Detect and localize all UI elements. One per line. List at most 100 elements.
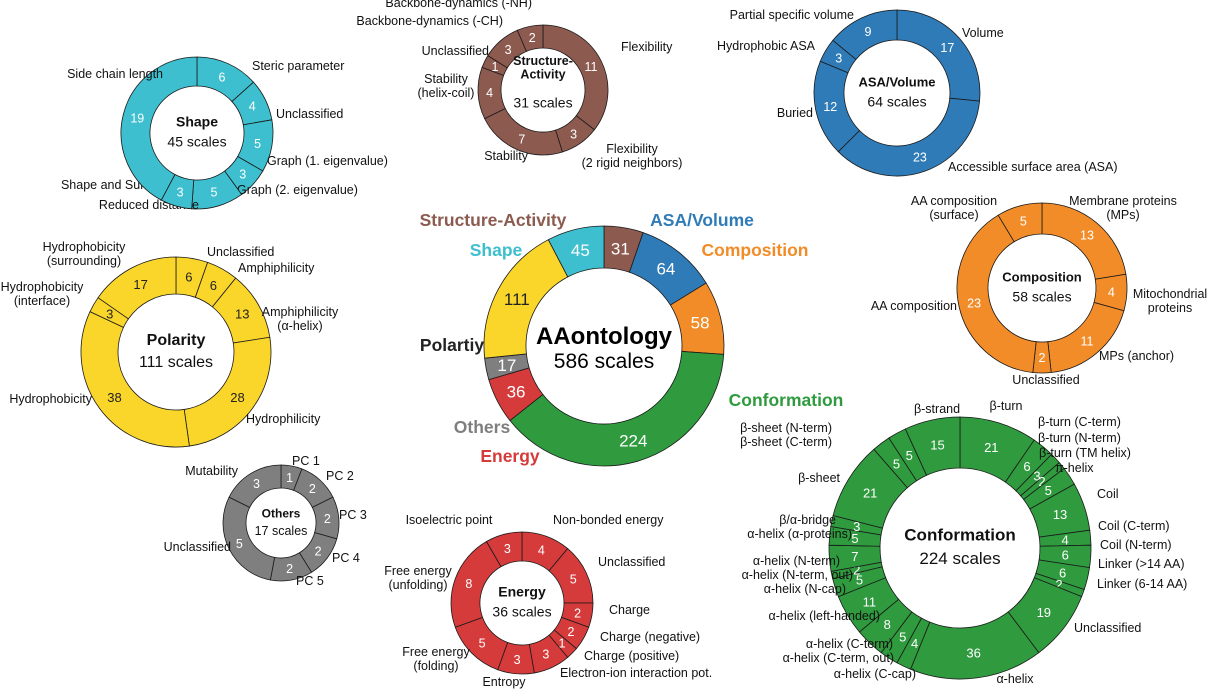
conformation-value-sheet-n-term: 5 [906, 448, 913, 463]
energy-value-charge-negative: 2 [567, 625, 574, 639]
conformation-value-unclassified: 19 [1037, 605, 1051, 620]
center-title: AAontology [536, 323, 673, 350]
center-value-asa-volume: 64 [656, 260, 675, 279]
energy-value-charge: 2 [574, 606, 581, 620]
conformation-value-helix-n-term-out: 2 [853, 562, 860, 577]
polarity-value-amphiphilicity-helix: 13 [235, 306, 249, 321]
conformation-value-coil-c-term: 4 [1062, 532, 1069, 547]
conformation-value-helix-c-term: 8 [884, 617, 891, 632]
conformation-label-turn: β-turn [990, 399, 1023, 413]
asa-label-partial-specific-volume: Partial specific volume [730, 8, 854, 22]
structure-label-stability-helix-coil: Stability(helix-coil) [418, 72, 475, 100]
others-label-pc-2: PC 2 [326, 469, 354, 483]
energy-value-charge-positive: 1 [558, 636, 565, 650]
energy-value-isoelectric-point: 3 [504, 542, 511, 556]
others-label-pc-5: PC 5 [296, 574, 324, 588]
composition-segment-aa-composition-surface [997, 202, 1043, 243]
shape-label-steric-parameter: Steric parameter [252, 59, 344, 73]
polarity-value-unclassified: 6 [185, 269, 192, 284]
structure-value-stability: 7 [518, 133, 525, 147]
composition-value-membrane-proteins-mps: 13 [1080, 229, 1094, 243]
conformation-subtitle: 224 scales [919, 549, 1000, 568]
asa-label-buried: Buried [777, 106, 813, 120]
structure-label-stability: Stability [484, 149, 529, 163]
polarity-label-amphiphilicity: Amphiphilicity [238, 261, 315, 275]
structure-value-backbone-dynamics-ch: 3 [505, 43, 512, 57]
others-label-mutability: Mutability [185, 464, 239, 478]
shape-label-unclassified: Unclassified [276, 107, 343, 121]
polarity-segment-hydrophobicity-surrounding [97, 256, 177, 320]
asa-label-volume: Volume [962, 26, 1004, 40]
energy-label-charge-negative: Charge (negative) [600, 630, 700, 644]
composition-label-aa-composition-surface: AA composition(surface) [911, 194, 997, 222]
conformation-label-helix-c-term-out: α-helix (C-term, out) [783, 651, 894, 665]
shape-value-unclassified: 4 [249, 100, 256, 114]
center-value-conformation: 224 [619, 432, 647, 451]
energy-label-unclassified: Unclassified [598, 555, 665, 569]
center-value-others: 17 [497, 356, 516, 375]
conformation-value-strand: 15 [930, 438, 944, 453]
others-segment-mutability [228, 464, 282, 508]
conformation-value-coil-n-term: 6 [1062, 547, 1069, 562]
center-value-structure-activity: 31 [611, 239, 630, 258]
conformation-label-helix: α-helix [996, 672, 1034, 686]
conformation-label-sheet: β-sheet [798, 471, 840, 485]
energy-segment-isoelectric-point [485, 531, 523, 568]
conformation-label-linker-14-aa: Linker (>14 AA) [1098, 557, 1185, 571]
composition-subtitle: 58 scales [1012, 288, 1071, 304]
energy-value-unclassified: 5 [570, 573, 577, 587]
center-label-asa-volume: ASA/Volume [650, 210, 754, 230]
conformation-label-helix-n-term-out: α-helix (N-term, out) [742, 568, 853, 582]
composition-label-aa-composition: AA composition [871, 299, 957, 313]
shape-segment-side-chain-length [120, 56, 198, 201]
conformation-label-coil-c-term: Coil (C-term) [1098, 519, 1170, 533]
conformation-value-bridge: 3 [853, 519, 860, 534]
conformation-label-helix-n-cap: α-helix (N-cap) [764, 582, 846, 596]
center-label-polartiy: Polartiy [420, 335, 484, 355]
polarity-value-amphiphilicity: 6 [210, 278, 217, 293]
polarity-label-hydrophobicity: Hydrophobicity [9, 392, 92, 406]
asa-segment-partial-specific-volume [832, 9, 898, 60]
structure-label-flexibility-2-rigid-neighbors: Flexibility(2 rigid neighbors) [582, 142, 683, 170]
center-label-conformation: Conformation [729, 390, 844, 410]
conformation-segment-strand [904, 416, 961, 476]
polarity-segment-hydrophobicity [80, 311, 190, 448]
structure-value-backbone-dynamics-nh: 2 [529, 31, 536, 45]
center-value-energy: 36 [507, 382, 526, 401]
others-value-pc-2: 2 [309, 482, 316, 496]
structure-label-flexibility: Flexibility [621, 40, 673, 54]
polarity-label-amphiphilicity-helix: Amphiphilicity(α-helix) [262, 305, 339, 333]
polarity-value-hydrophilicity: 28 [230, 390, 244, 405]
shape-value-steric-parameter: 6 [219, 70, 226, 84]
composition-segment-aa-composition [956, 214, 1037, 373]
asa-value-partial-specific-volume: 9 [864, 25, 871, 39]
center-label-composition: Composition [702, 240, 809, 260]
conformation-value-helix-n-cap: 5 [856, 573, 863, 588]
asa-value-accessible-surface-area-asa: 23 [913, 151, 927, 165]
conformation-value-helix-n-term: 7 [851, 549, 858, 564]
asa-value-buried: 12 [823, 100, 837, 114]
composition-value-unclassified: 2 [1039, 351, 1046, 365]
others-value-mutability: 3 [253, 477, 260, 491]
composition-label-mps-anchor: MPs (anchor) [1099, 349, 1174, 363]
center-segment-conformation [509, 351, 725, 467]
composition-label-membrane-proteins-mps: Membrane proteins(MPs) [1069, 194, 1177, 222]
shape-value-graph-2-eigenvalue: 3 [239, 168, 246, 182]
structure-value-flexibility: 11 [585, 60, 598, 74]
energy-label-free-energy-unfolding: Free energy(unfolding) [384, 564, 452, 592]
conformation-label-turn-tm-helix: β-turn (TM helix) [1039, 446, 1131, 460]
energy-value-electron-ion-interaction-pot: 3 [542, 648, 549, 662]
others-subtitle: 17 scales [255, 524, 308, 538]
conformation-value-sheet: 21 [863, 485, 877, 500]
others-title: Others [262, 506, 301, 520]
structure-value-stability-helix-coil: 4 [486, 86, 493, 100]
asa-label-accessible-surface-area-asa: Accessible surface area (ASA) [948, 160, 1118, 174]
shape-label-graph-2-eigenvalue: Graph (2. eigenvalue) [237, 183, 358, 197]
